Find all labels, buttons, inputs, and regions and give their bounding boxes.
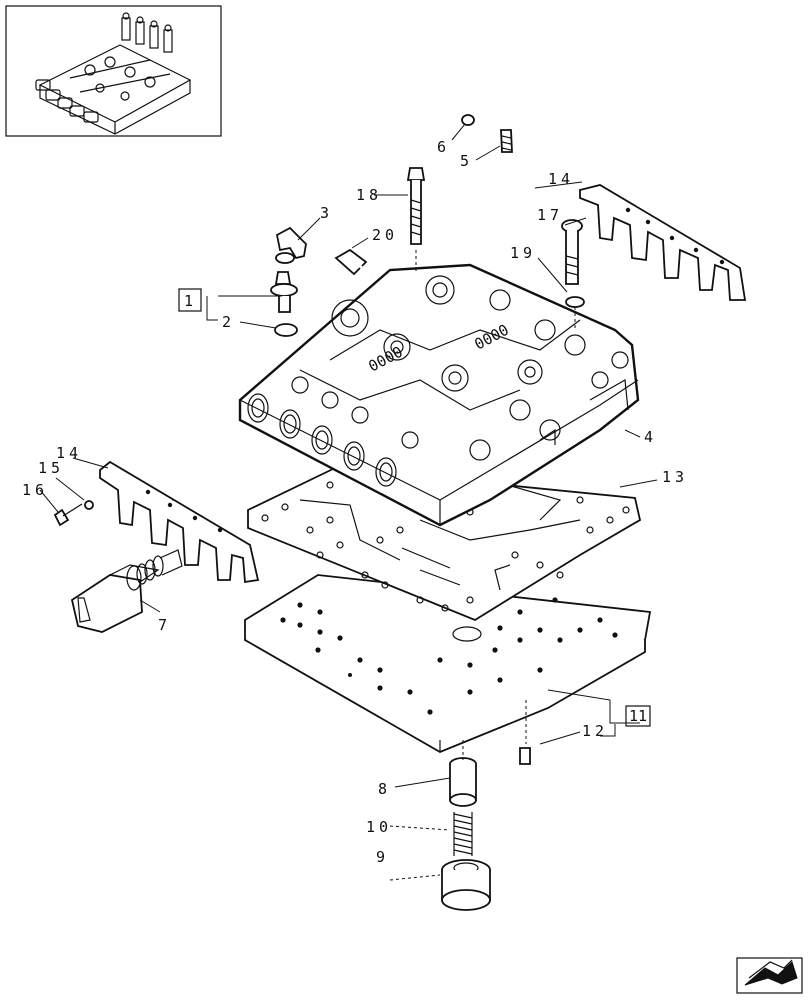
- label-part-14-upper: 14: [548, 170, 574, 188]
- pin-12: [519, 747, 531, 765]
- leader-lines: [39, 123, 658, 881]
- label-part-8: 8: [378, 780, 387, 798]
- label-part-4: 4: [644, 428, 653, 446]
- label-part-19: 19: [510, 244, 536, 262]
- label-part-7: 7: [158, 616, 167, 634]
- clip-3: [275, 226, 307, 264]
- ref-box-1: [178, 288, 202, 312]
- separator-plate: [244, 574, 652, 753]
- o-ring-2: [274, 323, 298, 337]
- label-part-16: 16: [22, 481, 48, 499]
- retainer-plate-upper: [579, 184, 747, 301]
- cap-6: [461, 114, 475, 126]
- label-part-9: 9: [376, 848, 385, 866]
- retainer-plate-lower: [99, 460, 260, 584]
- label-part-14-lower: 14: [56, 444, 82, 462]
- spring-10: [453, 812, 473, 856]
- thumbnail-assembly-icon: [35, 12, 192, 135]
- piston-8: [449, 757, 477, 807]
- solenoid-7: [70, 549, 183, 633]
- plug-9: [441, 859, 491, 911]
- thumbnail-inset: [5, 5, 222, 137]
- label-part-11: 11: [629, 707, 647, 725]
- sensor-1: [270, 271, 298, 313]
- label-part-17: 17: [537, 206, 563, 224]
- bolt-18: [406, 167, 426, 272]
- label-part-12: 12: [582, 722, 608, 740]
- label-part-20: 20: [372, 226, 398, 244]
- label-part-1: 1: [184, 292, 193, 310]
- bolt-17: [561, 219, 583, 285]
- label-part-13: 13: [662, 468, 688, 486]
- label-part-15: 15: [38, 459, 64, 477]
- label-part-18: 18: [356, 186, 382, 204]
- label-part-6: 6: [437, 138, 446, 156]
- washer-15: [84, 500, 94, 510]
- label-part-10: 10: [366, 818, 392, 836]
- part-labels: 1 2 3 4 5 6 7 8 9 10 11 12 13 14 14 15 1…: [22, 138, 688, 866]
- label-part-3: 3: [320, 204, 329, 222]
- label-part-5: 5: [460, 152, 469, 170]
- pin-5: [500, 129, 513, 153]
- washer-19: [565, 296, 585, 308]
- valve-body: 0000 0000: [238, 263, 640, 527]
- ref-box-11: [625, 705, 651, 727]
- label-part-2: 2: [222, 313, 231, 331]
- next-page-arrow-icon[interactable]: [736, 957, 803, 994]
- screw-16: [53, 503, 83, 527]
- sensor-20: [334, 248, 374, 280]
